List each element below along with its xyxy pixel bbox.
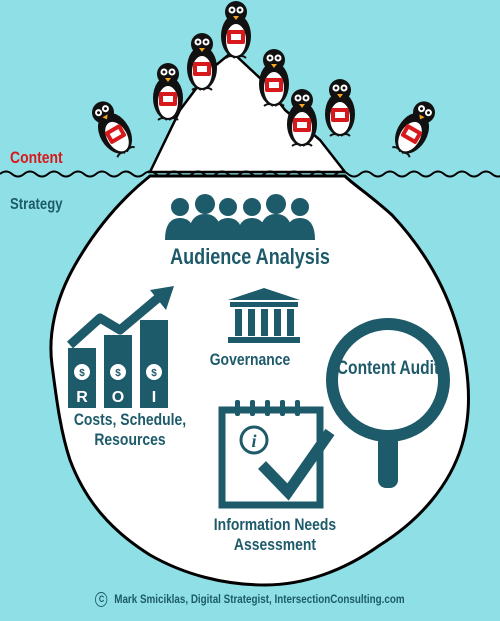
checklist-clipboard-icon: i [218,400,335,509]
penguin-document-icon [187,33,217,91]
roi-letter-i: I [152,389,156,406]
copyright-icon: C [95,592,108,608]
svg-text:$: $ [79,368,85,379]
penguin-podcast-icon [259,49,289,107]
waterline [0,170,500,178]
roi-bar-chart-icon: $ $ $ R O I [66,286,174,408]
information-needs-label: Information Needs Assessment [213,515,337,554]
penguin-camera-icon [153,63,183,121]
strategy-label: Strategy [10,196,63,213]
svg-text:$: $ [115,368,121,379]
governance-label: Governance [209,350,291,369]
content-audit-label: Content Audit [336,358,440,379]
roi-letter-r: R [76,389,88,406]
credit-text: Mark Smiciklas, Digital Strategist, Inte… [114,592,405,606]
roi-letter-o: O [112,389,124,406]
iceberg-body [49,174,470,587]
penguin-ebook-icon [392,101,435,158]
svg-text:i: i [251,431,256,451]
people-group-icon [165,194,315,240]
credit-line: C Mark Smiciklas, Digital Strategist, Int… [45,592,455,608]
penguin-chart-icon [325,79,355,137]
government-building-icon [228,288,300,343]
penguin-blogger-icon [221,1,251,59]
penguin-video-icon [92,101,135,158]
content-label: Content [10,148,63,167]
costs-schedule-resources-label: Costs, Schedule, Resources [73,410,187,449]
magnifying-glass-icon [326,318,450,488]
svg-text:$: $ [151,368,157,379]
penguin-infographic-icon [287,89,317,147]
audience-analysis-label: Audience Analysis [170,244,330,269]
